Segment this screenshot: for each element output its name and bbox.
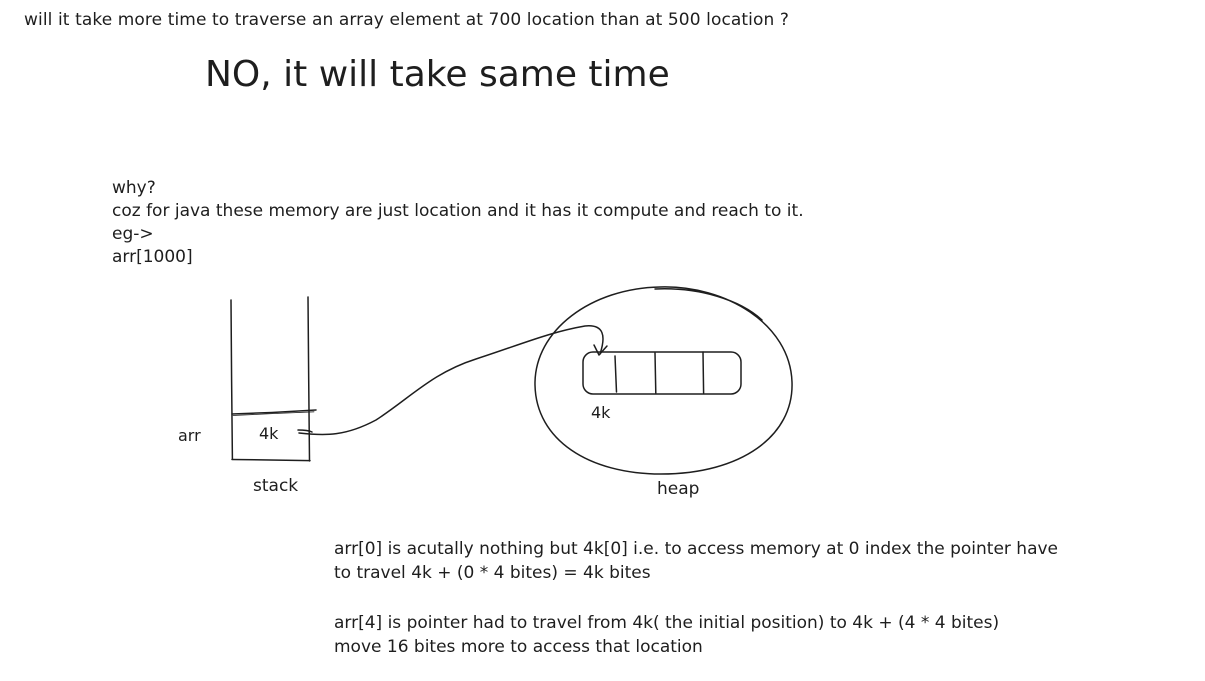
heap-address-label: 4k [591,403,611,422]
reference-arrow [297,325,608,436]
stack-cell-divider-double [232,411,315,416]
stack-bottom-edge [231,458,311,462]
stack-right-wall [307,296,311,462]
note-index-zero-line-2: to travel 4k + (0 * 4 bites) = 4k bites [334,563,651,583]
stack-cell-divider [231,409,317,415]
question-text: will it take more time to traverse an ar… [24,10,790,30]
heap-region [534,286,793,475]
note-index-four: arr[4] is pointer had to travel from 4k(… [334,611,999,659]
reference-arrow-head [593,344,608,356]
reference-arrow-tail [297,429,313,433]
heap-array-box [582,351,742,395]
heap-array-cell-divider-1 [614,355,618,393]
note-index-four-line-1: arr[4] is pointer had to travel from 4k(… [334,613,1000,633]
reference-arrow-line [298,325,604,436]
explanation-reason: coz for java these memory are just locat… [112,201,804,221]
stack-variable-label: arr [178,426,201,445]
stack-left-wall [230,299,234,460]
stack-label: stack [253,476,299,496]
explanation-eg: eg-> [112,224,154,244]
stack-cell-value: 4k [259,424,279,443]
note-index-four-line-2: move 16 bites more to access that locati… [334,637,703,657]
heap-label: heap [657,479,700,499]
explanation-block: why? coz for java these memory are just … [112,177,804,269]
heap-array-cell-divider-2 [654,352,657,394]
note-index-zero: arr[0] is acutally nothing but 4k[0] i.e… [334,537,1058,585]
heap-array-cell-divider-3 [702,351,705,394]
heap-array [582,351,742,395]
explanation-why: why? [112,178,156,198]
answer-heading: NO, it will take same time [205,54,670,95]
explanation-example: arr[1000] [112,247,193,267]
note-index-zero-line-1: arr[0] is acutally nothing but 4k[0] i.e… [334,539,1059,559]
